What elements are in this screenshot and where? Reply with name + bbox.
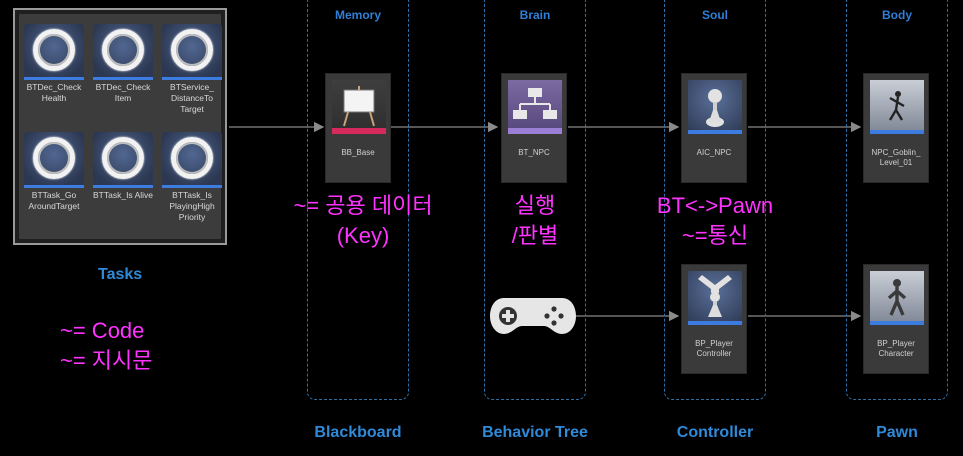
code-annotation-line2: ~= 지시문 [60, 348, 153, 373]
task-item[interactable]: BTDec_Check Health [21, 24, 87, 104]
task-item[interactable]: BTService_ DistanceTo Target [159, 24, 225, 115]
task-thumbnail [24, 24, 84, 80]
player-controller-icon [688, 271, 742, 325]
brain-header: Brain [519, 8, 551, 22]
ring-icon [102, 137, 144, 179]
task-label: BTDec_Check Item [95, 82, 151, 103]
blackboard-annotation: ~= 공용 데이터 (Key) [268, 191, 458, 251]
behavior-tree-footer: Behavior Tree [482, 424, 588, 441]
behavior-tree-icon [508, 80, 562, 134]
bt-npc-asset[interactable]: BT_NPC [501, 73, 567, 183]
tasks-panel: BTDec_Check Health BTDec_Check Item BTSe… [13, 8, 227, 245]
controller-annotation-line1: BT<->Pawn [656, 193, 774, 218]
bb-base-label: BB_Base [341, 148, 375, 157]
controller-annotation: BT<->Pawn ~=통신 [640, 191, 790, 251]
bt-annotation: 실행 /판별 [485, 191, 585, 251]
aic-npc-label: AIC_NPC [696, 148, 732, 157]
task-thumbnail [93, 132, 153, 188]
controller-pawn-icon [688, 80, 742, 134]
task-item[interactable]: BTTask_Go AroundTarget [21, 132, 87, 212]
blackboard-icon [332, 80, 386, 134]
bp-player-character-asset[interactable]: BP_Player Character [863, 264, 929, 374]
memory-header: Memory [334, 8, 381, 22]
body-header: Body [882, 8, 912, 22]
ring-icon [102, 29, 144, 71]
body-column [846, 0, 948, 400]
task-thumbnail [162, 132, 222, 188]
task-label: BTDec_Check Health [26, 82, 82, 103]
bt-annotation-line2: /판별 [511, 223, 559, 248]
ring-icon [171, 29, 213, 71]
npc-goblin-label: NPC_Goblin_ Level_01 [871, 148, 921, 167]
task-label: BTTask_Is PlayingHigh Priority [169, 190, 215, 222]
pawn-footer: Pawn [876, 424, 918, 441]
task-label: BTService_ DistanceTo Target [170, 82, 214, 114]
bp-player-character-label: BP_Player Character [877, 339, 915, 358]
memory-column [307, 0, 409, 400]
code-annotation-line1: ~= Code [60, 318, 145, 343]
blackboard-annotation-line1: ~= 공용 데이터 [293, 193, 433, 218]
goblin-character-icon [870, 80, 924, 134]
bb-base-asset[interactable]: BB_Base [325, 73, 391, 183]
npc-goblin-asset[interactable]: NPC_Goblin_ Level_01 [863, 73, 929, 183]
controller-annotation-line2: ~=통신 [681, 223, 749, 248]
task-item[interactable]: BTTask_Is Alive [90, 132, 156, 201]
controller-footer: Controller [676, 424, 754, 441]
code-annotation: ~= Code ~= 지시문 [60, 316, 153, 376]
gamepad-icon [490, 294, 576, 343]
bp-player-controller-asset[interactable]: BP_Player Controller [681, 264, 747, 374]
task-item[interactable]: BTDec_Check Item [90, 24, 156, 104]
blackboard-annotation-line2: (Key) [336, 223, 390, 248]
brain-column [484, 0, 586, 400]
ring-icon [33, 137, 75, 179]
ring-icon [33, 29, 75, 71]
task-thumbnail [93, 24, 153, 80]
task-label: BTTask_Is Alive [93, 190, 153, 200]
aic-npc-asset[interactable]: AIC_NPC [681, 73, 747, 183]
tasks-grid: BTDec_Check Health BTDec_Check Item BTSe… [19, 14, 222, 239]
soul-header: Soul [702, 8, 728, 22]
bp-player-controller-label: BP_Player Controller [695, 339, 733, 358]
tasks-title: Tasks [98, 266, 143, 283]
ring-icon [171, 137, 213, 179]
soul-column [664, 0, 766, 400]
bt-npc-label: BT_NPC [518, 148, 550, 157]
task-thumbnail [162, 24, 222, 80]
blackboard-footer: Blackboard [314, 424, 402, 441]
player-character-icon [870, 271, 924, 325]
bt-annotation-line1: 실행 [514, 193, 556, 218]
task-label: BTTask_Go AroundTarget [28, 190, 80, 211]
task-thumbnail [24, 132, 84, 188]
task-item[interactable]: BTTask_Is PlayingHigh Priority [159, 132, 225, 223]
